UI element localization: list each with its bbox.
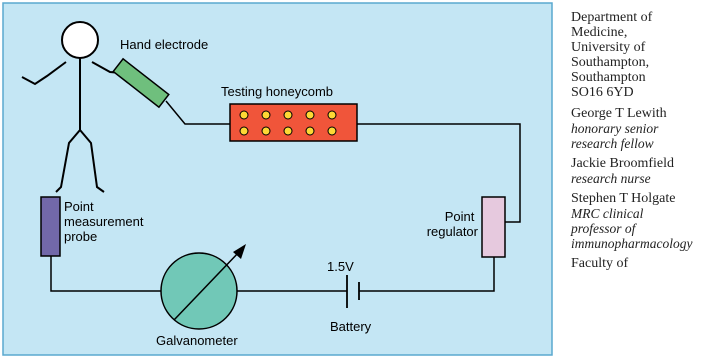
author-name: Stephen T Holgate [571, 191, 676, 206]
testing-honeycomb [229, 103, 358, 142]
regulator-label: Point regulator [427, 209, 479, 239]
author-3: Stephen T Holgate MRC clinical professor… [571, 191, 719, 251]
probe-label: Point measurement probe [64, 199, 147, 244]
battery-label: Battery [330, 319, 372, 334]
point-measurement-probe [40, 196, 61, 257]
diagram-panel [2, 2, 553, 356]
hand-electrode-label: Hand electrode [120, 37, 208, 52]
hand-electrode [112, 57, 170, 109]
battery-symbol [346, 275, 360, 308]
galvanometer-label: Galvanometer [156, 333, 238, 348]
galvanometer [160, 244, 246, 330]
author-role: research nurse [571, 171, 651, 186]
author-name: Jackie Broomfield [571, 156, 675, 171]
affiliation-2: Faculty of [571, 256, 629, 271]
voltage-label: 1.5V [327, 259, 354, 274]
testing-honeycomb-label: Testing honeycomb [221, 84, 333, 99]
patient-figure [21, 21, 122, 193]
author-sidebar: Department of Medicine, University of So… [571, 10, 719, 271]
point-regulator [481, 196, 506, 258]
affiliation: Department of Medicine, University of So… [571, 10, 653, 100]
author-role: honorary senior research fellow [571, 121, 659, 151]
author-role: MRC clinical professor of immunopharmaco… [571, 206, 693, 251]
author-1: George T Lewith honorary senior research… [571, 106, 719, 151]
honeycomb-cells [239, 110, 337, 136]
author-2: Jackie Broomfield research nurse [571, 156, 719, 186]
author-name: George T Lewith [571, 106, 667, 121]
galvanometer-needle [173, 250, 241, 321]
circuit-wires [50, 100, 521, 292]
needle-arrowhead [233, 244, 246, 259]
figure-head [61, 21, 99, 59]
